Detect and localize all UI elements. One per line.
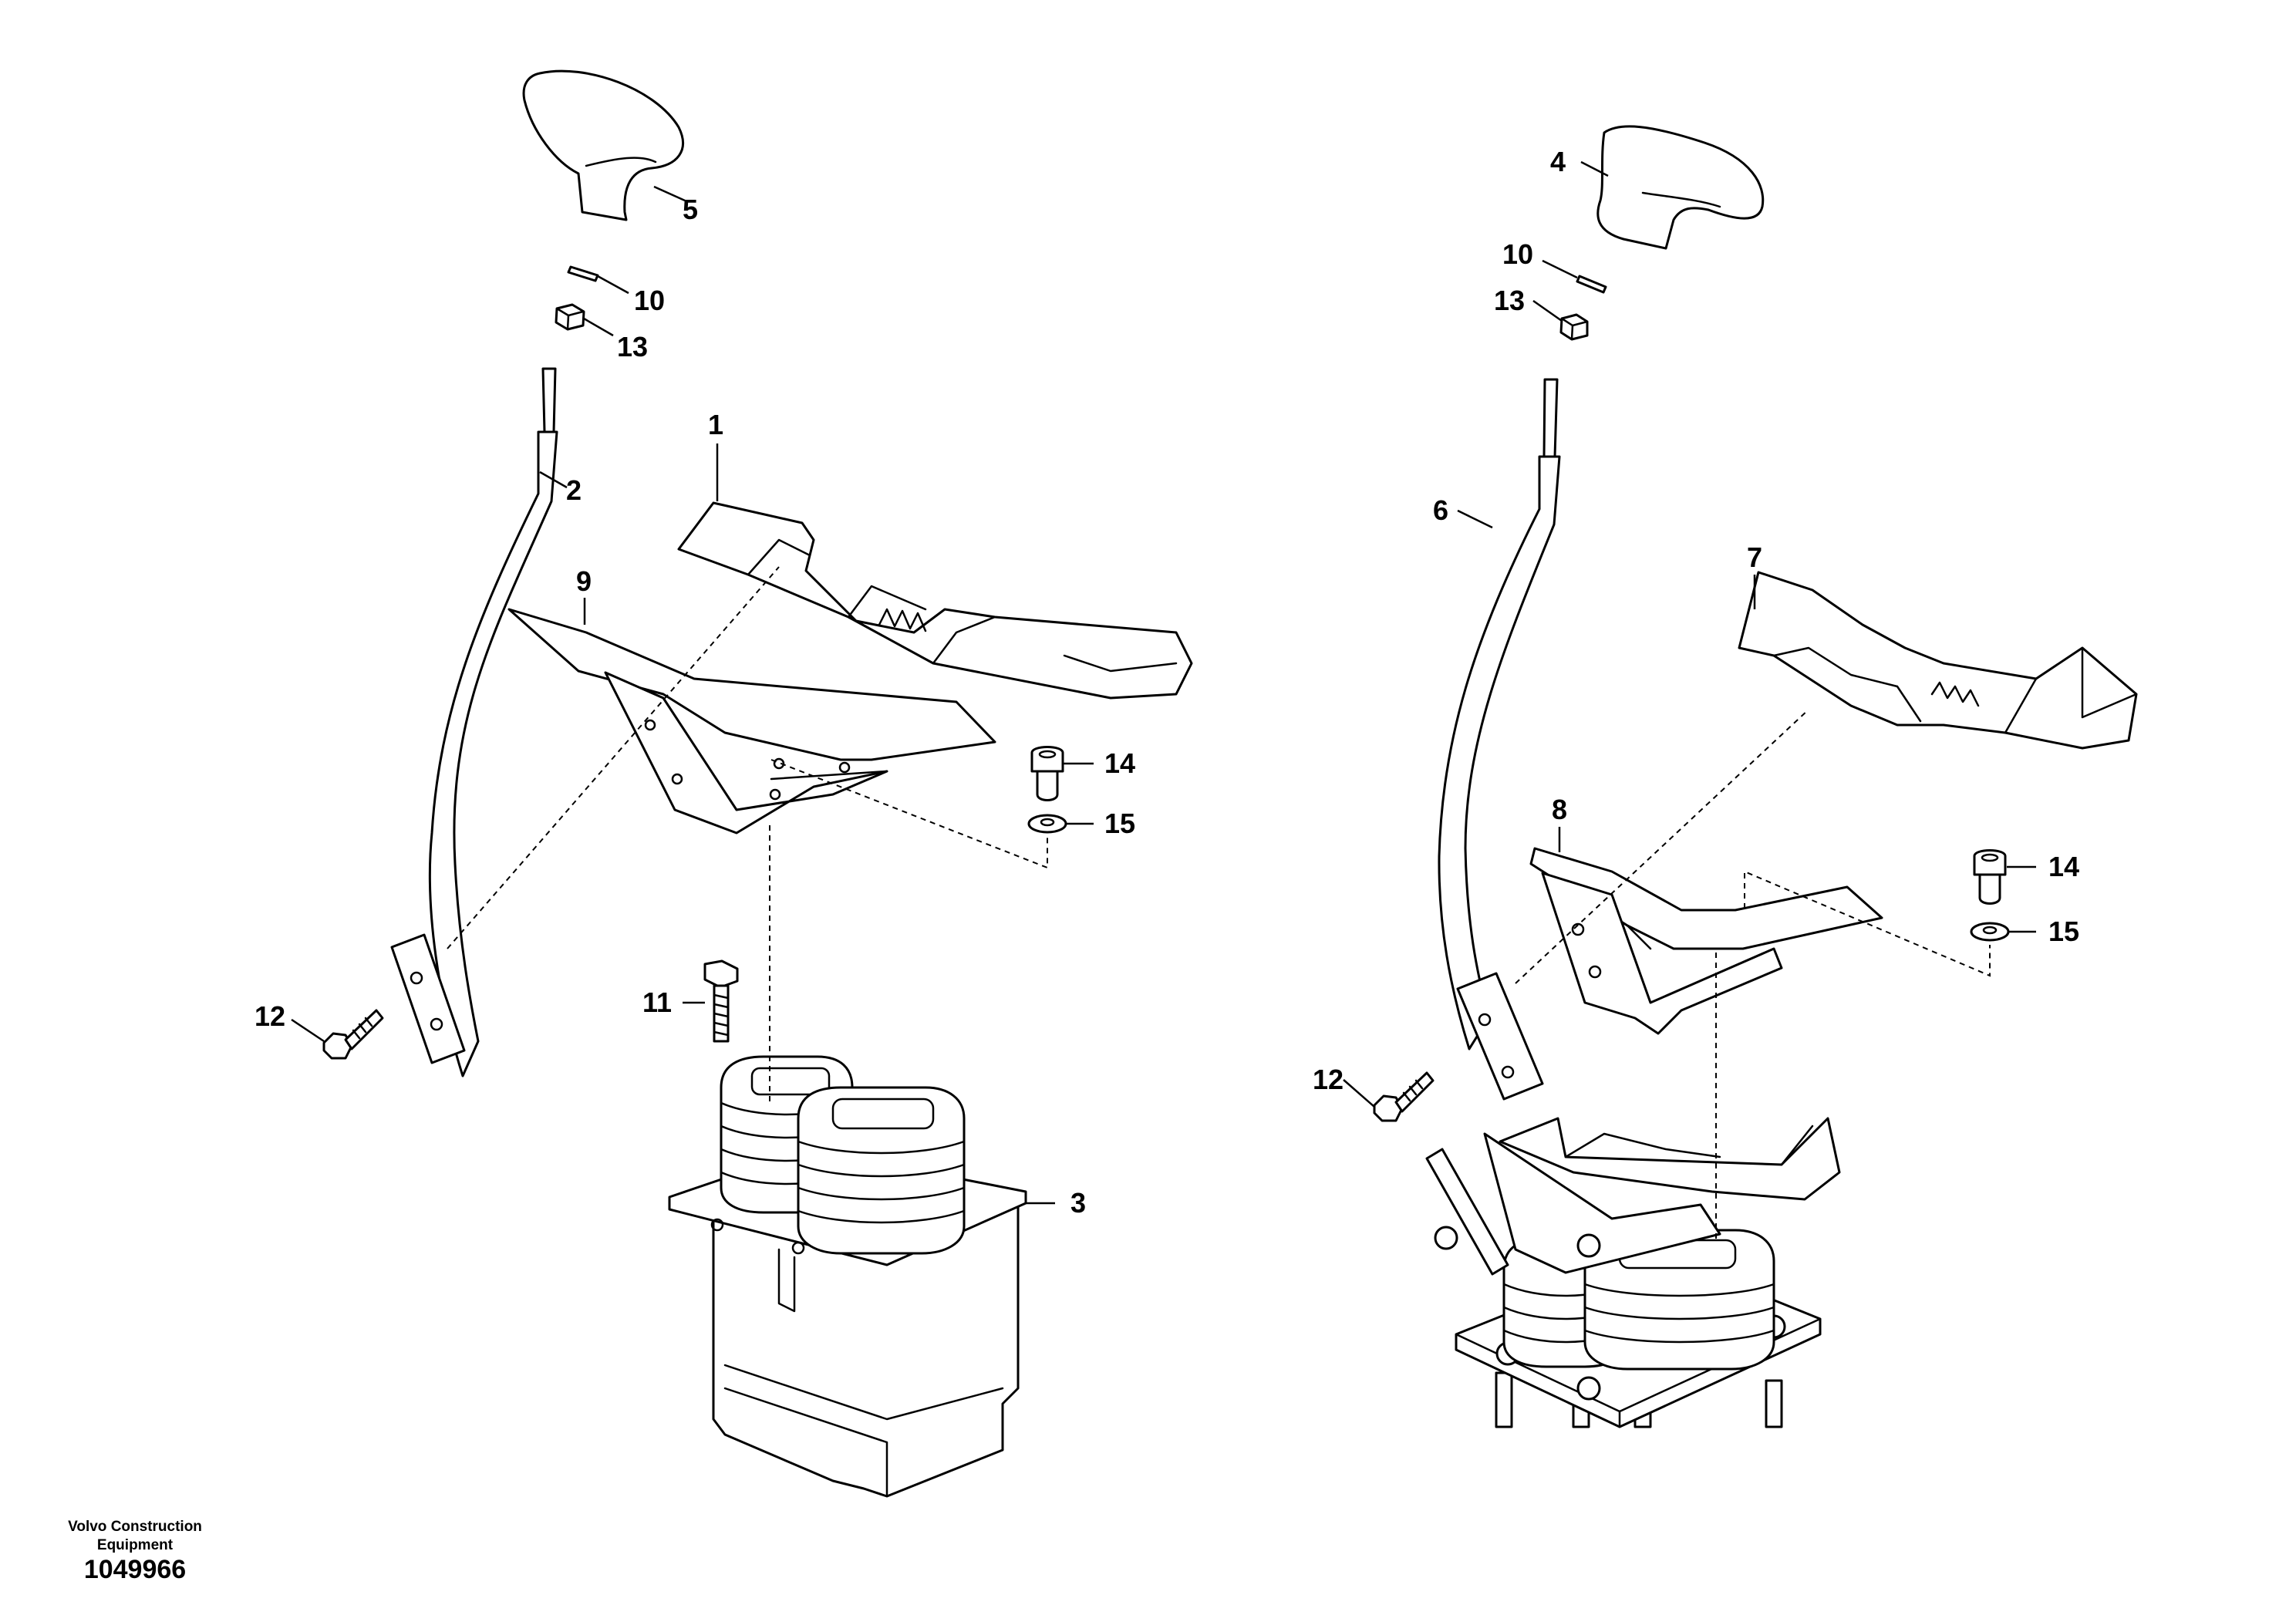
bolt-left-vertical xyxy=(703,959,739,1043)
callout-13-left: 13 xyxy=(617,331,648,363)
knob-left xyxy=(522,69,684,221)
knob-right xyxy=(1596,125,1765,250)
control-valve-right xyxy=(1425,1117,1841,1428)
bolt-right xyxy=(1373,1071,1435,1122)
callout-10-left: 10 xyxy=(634,285,665,316)
assembly-line-left-2 xyxy=(770,759,1048,869)
callout-3-left: 3 xyxy=(1070,1187,1086,1219)
assembly-line-right-1 xyxy=(1515,709,1809,984)
mounting-plate-right xyxy=(1529,847,1883,1035)
callout-9-left: 9 xyxy=(576,565,592,597)
leader-lines xyxy=(291,160,2036,1205)
callout-6-right: 6 xyxy=(1433,494,1448,526)
left-assembly xyxy=(322,69,1193,1498)
callout-12-right: 12 xyxy=(1313,1064,1344,1095)
callout-14-right: 14 xyxy=(2048,851,2079,882)
callout-11-left: 11 xyxy=(642,986,672,1018)
callout-12-left: 12 xyxy=(255,1000,285,1032)
callout-10-right: 10 xyxy=(1502,238,1533,270)
screw-right xyxy=(1973,849,2007,905)
control-valve-left xyxy=(668,1055,1027,1498)
nut-left xyxy=(555,303,585,331)
callout-1-left: 1 xyxy=(708,409,723,440)
callout-7-right: 7 xyxy=(1747,541,1762,573)
lever-left xyxy=(390,367,558,1077)
lever-right xyxy=(1438,378,1561,1101)
callout-13-right: 13 xyxy=(1494,285,1525,316)
nut-right xyxy=(1559,313,1589,341)
callout-15-left: 15 xyxy=(1104,808,1135,839)
mounting-plate-left xyxy=(507,608,996,835)
company-label: Volvo Construction Equipment xyxy=(31,1518,239,1555)
callout-8-right: 8 xyxy=(1552,794,1567,825)
callout-4-right: 4 xyxy=(1550,146,1566,177)
bracket-cover-left xyxy=(677,501,1193,700)
company-line-1: Volvo Construction xyxy=(68,1519,202,1535)
washer-left xyxy=(1027,814,1067,834)
callout-2-left: 2 xyxy=(566,474,582,506)
bolt-left xyxy=(322,1009,384,1060)
pin-right xyxy=(1576,275,1607,294)
document-number: 1049966 xyxy=(83,1555,187,1584)
pin-left xyxy=(567,265,599,282)
company-line-2: Equipment xyxy=(96,1537,174,1553)
right-assembly xyxy=(1373,125,2138,1428)
bracket-cover-right xyxy=(1738,571,2138,750)
assembly-line-left-1 xyxy=(447,566,780,949)
callout-15-right: 15 xyxy=(2048,916,2079,947)
callout-14-left: 14 xyxy=(1104,747,1135,779)
screw-left xyxy=(1030,746,1064,801)
callout-5-left: 5 xyxy=(683,194,698,225)
washer-right xyxy=(1970,922,2010,942)
